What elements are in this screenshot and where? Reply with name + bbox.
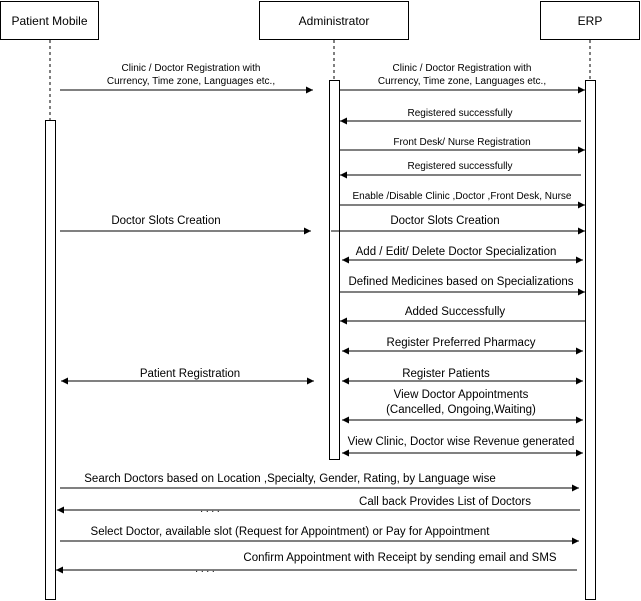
actor-erp-label: ERP [578, 14, 603, 28]
msg-register-patients: Register Patients [402, 368, 490, 380]
msg-view-appointments-line2: (Cancelled, Ongoing,Waiting) [386, 404, 536, 416]
msg-patient-registration: Patient Registration [140, 368, 240, 380]
msg-doctor-slots-right: Doctor Slots Creation [390, 215, 499, 227]
actor-patient-mobile: Patient Mobile [0, 1, 99, 40]
msg-search-doctors: Search Doctors based on Location ,Specia… [84, 473, 495, 485]
msg-defined-medicines: Defined Medicines based on Specializatio… [348, 276, 573, 288]
msg-view-revenue: View Clinic, Doctor wise Revenue generat… [348, 436, 575, 448]
actor-administrator-label: Administrator [299, 14, 370, 28]
msg-enable-disable: Enable /Disable Clinic ,Doctor ,Front De… [353, 191, 572, 202]
msg-clinic-reg-left-line1: Clinic / Doctor Registration with [122, 63, 261, 74]
msg-call-back-list: Call back Provides List of Doctors [359, 496, 531, 508]
return-dots-1: . . . . [200, 504, 219, 515]
actor-patient-mobile-label: Patient Mobile [11, 14, 87, 28]
msg-clinic-reg-left-line2: Currency, Time zone, Languages etc., [107, 76, 275, 87]
actor-administrator: Administrator [259, 1, 409, 40]
msg-confirm-appointment: Confirm Appointment with Receipt by send… [243, 552, 557, 564]
actor-erp: ERP [540, 1, 640, 40]
activation-administrator [329, 80, 340, 460]
msg-clinic-reg-right-line1: Clinic / Doctor Registration with [393, 63, 532, 74]
return-dots-2: . . . . [195, 564, 214, 575]
msg-select-doctor: Select Doctor, available slot (Request f… [91, 526, 491, 538]
msg-front-desk-nurse: Front Desk/ Nurse Registration [393, 137, 530, 148]
msg-added-successfully: Added Successfully [405, 306, 506, 318]
msg-registered-successfully-2: Registered successfully [407, 161, 512, 172]
msg-doctor-slots-left: Doctor Slots Creation [111, 215, 220, 227]
msg-clinic-reg-right-line2: Currency, Time zone, Languages etc., [378, 76, 546, 87]
activation-patient-mobile [45, 120, 56, 600]
activation-erp [585, 80, 596, 600]
msg-registered-successfully-1: Registered successfully [407, 108, 512, 119]
msg-view-appointments-line1: View Doctor Appointments [394, 389, 529, 401]
msg-add-edit-delete-specialization: Add / Edit/ Delete Doctor Specialization [356, 246, 557, 258]
msg-register-preferred-pharmacy: Register Preferred Pharmacy [387, 337, 536, 349]
